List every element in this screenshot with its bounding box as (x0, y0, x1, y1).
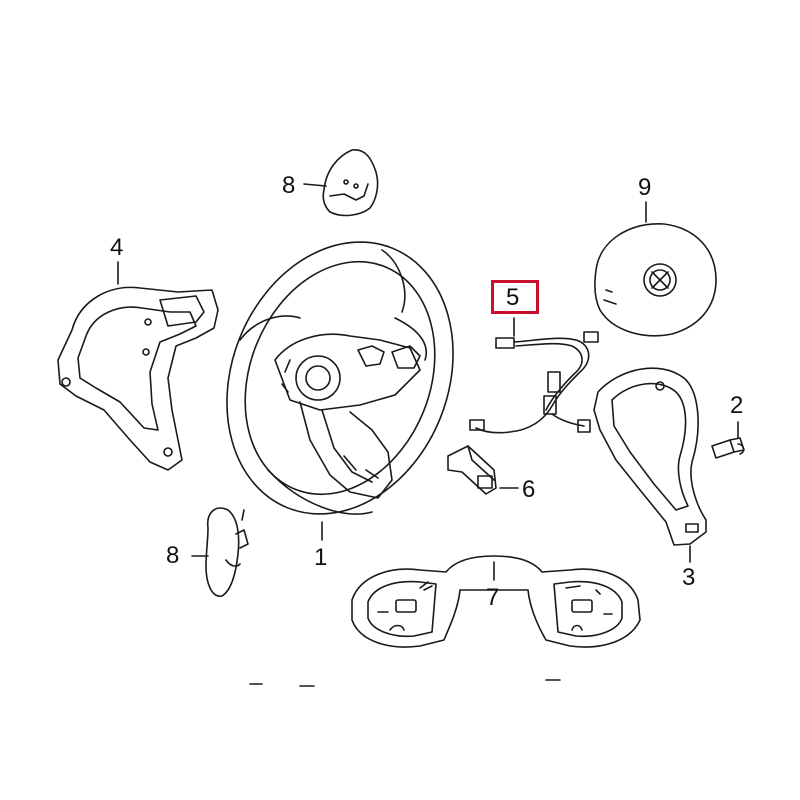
wiring-harness (469, 331, 599, 434)
callout-8-bottom: 8 (166, 542, 180, 569)
highlight-box-part-5 (491, 280, 539, 314)
leader-8-top (303, 183, 327, 187)
callout-2: 2 (730, 392, 744, 419)
rear-cover (57, 286, 219, 471)
callout-5: 5 (506, 284, 520, 311)
callout-9: 9 (638, 174, 652, 201)
shift-paddle-lower (205, 507, 249, 597)
shift-paddle-upper (322, 149, 379, 217)
callout-1: 1 (314, 544, 328, 571)
connector (447, 445, 497, 495)
airbag-module (594, 223, 717, 337)
page-fragments (249, 679, 561, 687)
callout-8-top: 8 (282, 172, 296, 199)
switch-panel (351, 555, 641, 648)
steering-wheel (226, 241, 454, 515)
callout-7: 7 (486, 584, 500, 611)
callout-6: 6 (522, 476, 536, 503)
callout-4: 4 (110, 234, 124, 261)
lower-trim-cover (593, 367, 707, 546)
bolt (711, 437, 745, 459)
callout-3: 3 (682, 564, 696, 591)
